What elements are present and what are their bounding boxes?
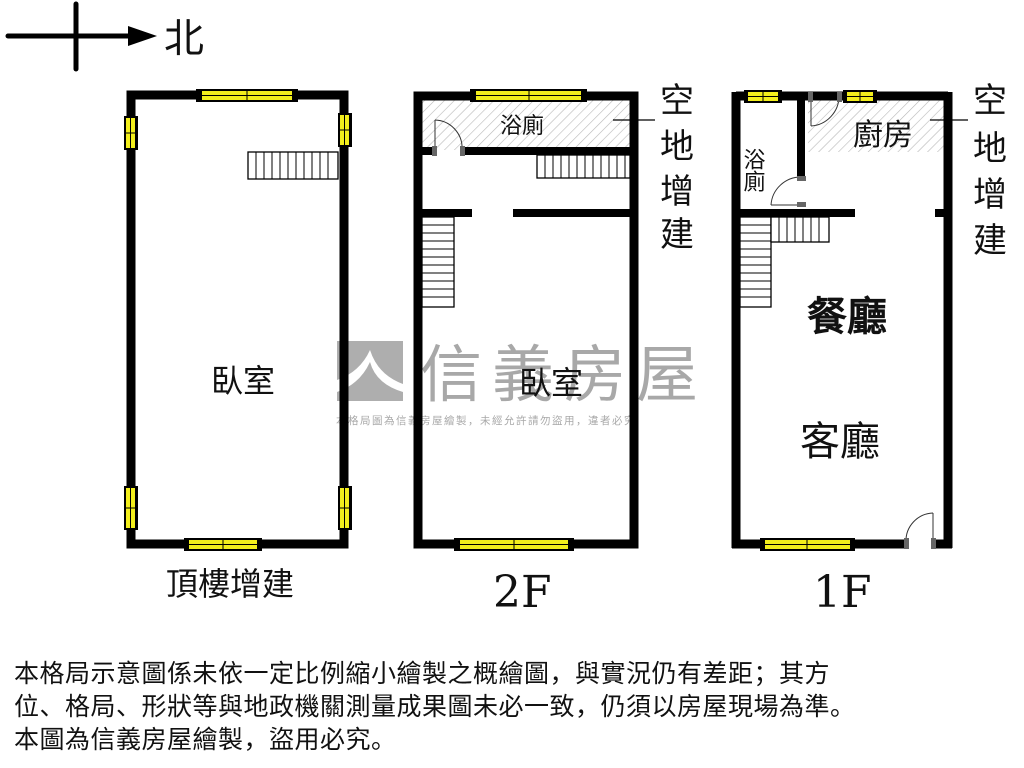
window-icon [744,90,782,103]
door-icon [432,119,465,156]
annotation-char: 建 [973,221,1007,261]
floor-title: 2F [493,567,552,618]
room-label: 客廳 [800,419,880,465]
disclaimer-line: 位、格局、形狀等與地政機關測量成果圖未必一致，仍須以房屋現場為準。 [14,692,856,721]
window-icon [454,538,574,551]
floor-title: 頂樓增建 [166,565,294,603]
door-icon [770,176,806,207]
room-label: 臥室 [211,362,275,400]
disclaimer-line: 本格局示意圖係未依一定比例縮小繪製之概繪圖，與實況仍有差距；其方 [14,659,831,688]
annotation-char: 增 [973,175,1007,215]
annotation-char: 地 [660,127,694,167]
window-icon [184,538,262,551]
annotation-char: 空 [973,81,1007,121]
disclaimer-notice: 本格局示意圖係未依一定比例縮小繪製之概繪圖，與實況仍有差距；其方 位、格局、形狀… [14,657,1014,756]
room-label: 浴廁 [740,148,766,192]
window-icon [470,89,587,102]
room-label: 餐廳 [807,293,887,340]
watermark-subtext: 本格局圖為信義房屋繪製，未經允許請勿盜用，違者必究 [336,414,636,427]
room-label: 浴廁 [500,114,544,139]
room-label: 廚房 [853,118,913,153]
north-arrow-icon [5,1,157,72]
hatched-extension-area [422,100,630,150]
staircase-icon [536,154,631,179]
watermark-brand: 信義房屋 [420,338,708,411]
room-label: 臥室 [519,364,583,402]
annotation-char: 增 [660,172,694,212]
annotation-char: 地 [973,129,1007,169]
north-label: 北 [164,16,204,62]
hatched-extension-area [808,100,944,152]
window-icon [124,486,138,530]
window-icon [843,90,877,103]
annotation-char: 空 [660,81,694,121]
floor-title: 1F [813,567,872,618]
window-icon [338,486,352,530]
staircase-icon [247,151,339,180]
extension-annotation: 空 地 增 建 [973,81,1007,261]
disclaimer-line: 本圖為信義房屋繪製，盜用必究。 [14,725,397,754]
extension-annotation: 空 地 增 建 [660,81,694,255]
floor-rooftop: 臥室 頂樓增建 [124,89,352,603]
door-icon [808,92,842,127]
window-icon [338,113,352,147]
staircase-icon [770,216,830,243]
window-icon [760,538,855,551]
floor-1f: 浴廁 廚房 餐廳 客廳 空 地 增 建 1F [731,81,1007,618]
entrance-door-icon [904,512,936,549]
window-icon [196,89,298,102]
window-icon [124,116,138,150]
staircase-icon [421,216,455,308]
floor-2f: 浴廁 臥室 空 地 增 建 2F [413,81,694,618]
staircase-icon [739,216,772,308]
watermark: 信義房屋 本格局圖為信義房屋繪製，未經允許請勿盜用，違者必究 [336,338,708,427]
annotation-char: 建 [660,215,694,255]
